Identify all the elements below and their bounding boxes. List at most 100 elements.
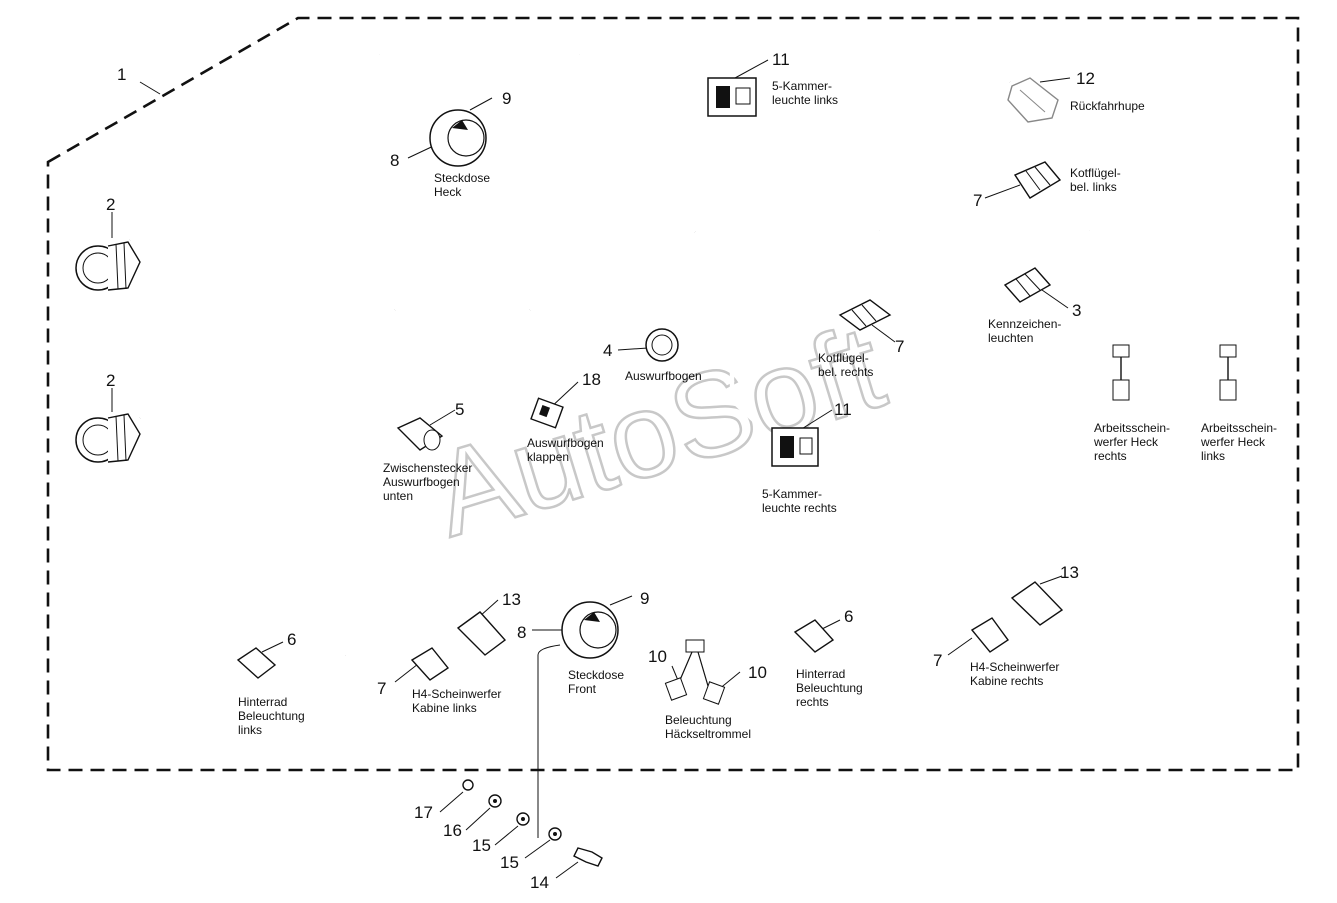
label-hinterrad-links-line-1: Hinterrad [238, 695, 287, 709]
callout-7d: 7 [933, 651, 942, 670]
callout-6b: 6 [844, 607, 853, 626]
socket-front [561, 601, 619, 659]
label-zwischenstecker-line-3: unten [383, 489, 413, 503]
label-steckdose-front-line-2: Front [568, 682, 597, 696]
callout-15a: 15 [472, 836, 491, 855]
label-kennzeichen: Kennzeichen-leuchten [988, 317, 1061, 345]
label-rueckfahrhupe: Rückfahrhupe [1070, 99, 1145, 113]
label-5-kammer-rechts-line-2: leuchte rechts [762, 501, 837, 515]
label-h4-kabine-links-line-1: H4-Scheinwerfer [412, 687, 501, 701]
callout-5: 5 [455, 400, 464, 419]
callout-10b: 10 [748, 663, 767, 682]
label-hinterrad-links-line-2: Beleuchtung [238, 709, 305, 723]
flat-connectors-10 [664, 639, 726, 705]
label-arbeits-heck-links-line-3: links [1201, 449, 1225, 463]
label-kotfluegel-rechts-line-1: Kotflügel- [818, 351, 869, 365]
label-steckdose-heck-line-2: Heck [434, 185, 462, 199]
mounting-hardware [462, 779, 603, 867]
label-5-kammer-links: 5-Kammer-leuchte links [772, 79, 838, 107]
leader-lines [111, 59, 1071, 879]
flat-plug-kennzeichen [1003, 267, 1052, 303]
callout-17: 17 [414, 803, 433, 822]
callout-7b: 7 [895, 337, 904, 356]
round-connector-auswurfbogen [645, 328, 679, 362]
label-auswurfbogen-klappen-line-1: Auswurfbogen [527, 436, 604, 450]
callout-14: 14 [530, 873, 549, 892]
callout-7a: 7 [973, 191, 982, 210]
label-kotfluegel-links-line-1: Kotflügel- [1070, 166, 1121, 180]
plug-hinterrad-right [793, 619, 835, 653]
label-auswurfbogen-klappen-line-2: klappen [527, 450, 569, 464]
label-5-kammer-links-line-2: leuchte links [772, 93, 838, 107]
label-arbeits-heck-rechts-line-3: rechts [1094, 449, 1127, 463]
label-hinterrad-rechts-line-3: rechts [796, 695, 829, 709]
callout-9a: 9 [502, 89, 511, 108]
plug-hinterrad-left [236, 647, 277, 679]
callout-16: 16 [443, 821, 462, 840]
callout-3: 3 [1072, 301, 1081, 320]
label-steckdose-heck-line-1: Steckdose [434, 171, 490, 185]
label-zwischenstecker-line-1: Zwischenstecker [383, 461, 472, 475]
callout-13b: 13 [1060, 563, 1079, 582]
lamp-connector-5-chamber-left [707, 77, 757, 117]
callout-numbers: 1 2 2 3 4 5 6 6 7 7 7 7 8 8 9 9 10 10 11… [106, 50, 1095, 892]
harness-wires [128, 49, 1231, 683]
callout-4: 4 [603, 341, 612, 360]
label-5-kammer-rechts: 5-Kammer-leuchte rechts [762, 487, 837, 515]
label-kennzeichen-line-1: Kennzeichen- [988, 317, 1061, 331]
label-arbeits-heck-rechts-line-2: werfer Heck [1093, 435, 1159, 449]
work-light-plug-right [1112, 344, 1130, 401]
label-kotfluegel-rechts: Kotflügel-bel. rechts [818, 351, 873, 379]
round-connector-2b [75, 413, 141, 463]
label-zwischenstecker-line-2: Auswurfbogen [383, 475, 460, 489]
label-beleuchtung-haeckseltrommel-line-1: Beleuchtung [665, 713, 732, 727]
small-plug-18 [530, 397, 564, 429]
callout-6a: 6 [287, 630, 296, 649]
callout-1: 1 [117, 65, 126, 84]
callout-15b: 15 [500, 853, 519, 872]
callout-18: 18 [582, 370, 601, 389]
label-h4-kabine-links-line-2: Kabine links [412, 701, 477, 715]
callout-8a: 8 [390, 151, 399, 170]
label-auswurfbogen: Auswurfbogen [625, 369, 702, 383]
callout-11b: 11 [834, 400, 852, 419]
callout-8b: 8 [517, 623, 526, 642]
label-arbeits-heck-links-line-2: werfer Heck [1200, 435, 1266, 449]
label-kotfluegel-links: Kotflügel-bel. links [1070, 166, 1121, 194]
assembly-frame [46, 16, 1300, 772]
callout-2b: 2 [106, 371, 115, 390]
label-h4-kabine-rechts-line-2: Kabine rechts [970, 674, 1043, 688]
callout-13a: 13 [502, 590, 521, 609]
label-kotfluegel-rechts-line-2: bel. rechts [818, 365, 873, 379]
round-connector-2a [75, 241, 141, 291]
callout-11a: 11 [772, 50, 790, 69]
h4-plug-left-b [456, 611, 507, 656]
reverse-horn [1007, 77, 1059, 123]
flat-plug-kotfluegel-left [1013, 161, 1062, 199]
label-steckdose-front-line-1: Steckdose [568, 668, 624, 682]
callout-9b: 9 [640, 589, 649, 608]
label-5-kammer-rechts-line-1: 5-Kammer- [762, 487, 822, 501]
label-hinterrad-rechts-line-1: Hinterrad [796, 667, 845, 681]
label-kotfluegel-links-line-2: bel. links [1070, 180, 1117, 194]
label-kennzeichen-line-2: leuchten [988, 331, 1033, 345]
label-rueckfahrhupe-line-1: Rückfahrhupe [1070, 99, 1145, 113]
lamp-connector-5-chamber-right [771, 427, 819, 467]
work-light-plug-left [1219, 344, 1237, 401]
callout-2a: 2 [106, 195, 115, 214]
h4-plug-right-a [970, 617, 1009, 653]
callout-7c: 7 [377, 679, 386, 698]
label-arbeits-heck-links-line-1: Arbeitsschein- [1201, 421, 1277, 435]
callout-10a: 10 [648, 647, 667, 666]
component-labels: 5-Kammer-leuchte links Rückfahrhupe Stec… [238, 79, 1277, 741]
